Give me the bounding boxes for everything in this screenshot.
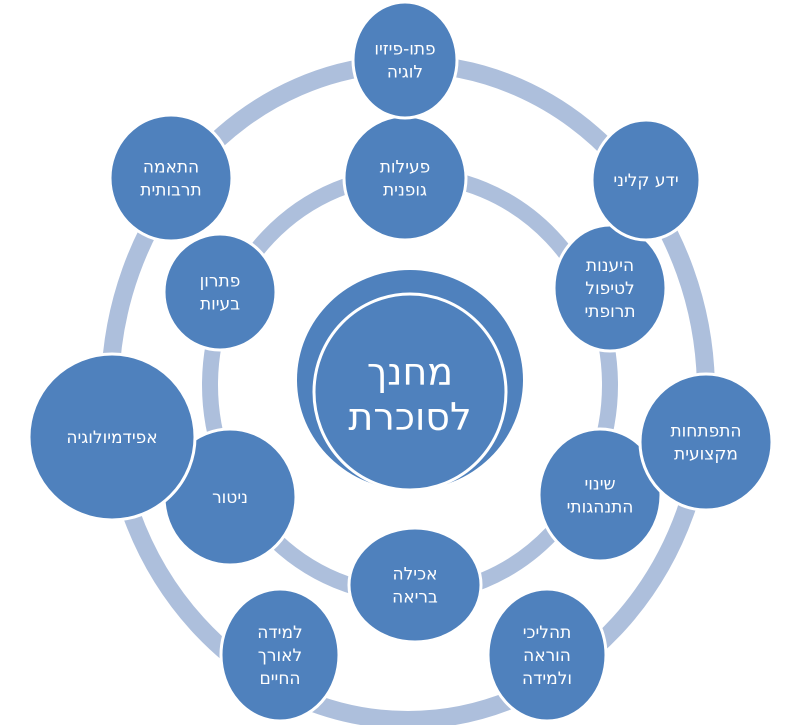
node-label: תהליכי — [523, 623, 572, 643]
node-label: התנהגותי — [567, 498, 634, 518]
node-circle — [638, 372, 774, 512]
node-professional-development: התפתחות מקצועית — [638, 372, 774, 512]
node-label: ידע קליני — [613, 171, 678, 191]
node-label: התפתחות — [671, 422, 742, 442]
node-lifelong-learning: למידה לאורך החיים — [219, 587, 341, 723]
center-label-line1: מחנך — [367, 350, 453, 394]
node-label: תרופתי — [585, 302, 636, 322]
node-label: ניטור — [212, 488, 248, 508]
node-circle — [351, 0, 459, 120]
node-circle — [219, 587, 341, 723]
node-label: אפידמיולוגיה — [66, 428, 157, 448]
node-behavior-change: שינוי התנהגותי — [537, 427, 663, 563]
node-label: גופנית — [383, 181, 427, 201]
node-circle — [347, 526, 483, 644]
node-circle — [537, 427, 663, 563]
node-label: תרבותית — [140, 181, 201, 201]
node-label: פתרון — [200, 272, 241, 292]
node-problem-solving: פתרון בעיות — [162, 232, 278, 352]
node-label: ולמידה — [522, 669, 572, 689]
node-label: למידה — [257, 623, 302, 643]
node-clinical-knowledge: ידע קליני — [590, 118, 702, 242]
node-label: אכילה — [393, 565, 438, 585]
node-epidemiology: אפידמיולוגיה — [27, 352, 197, 522]
node-label: היענות — [586, 256, 634, 276]
node-label: בריאה — [392, 588, 438, 608]
center-label-line2: לסוכרת — [348, 395, 471, 439]
node-circle — [342, 114, 468, 242]
node-cultural-adaptation: התאמה תרבותית — [108, 113, 234, 243]
node-label: פתו-פיזיו — [374, 40, 435, 60]
node-circle — [590, 118, 702, 242]
node-label: שינוי — [584, 475, 615, 495]
node-label: החיים — [259, 669, 300, 689]
node-label: הוראה — [523, 646, 571, 666]
node-monitoring: ניטור — [162, 427, 298, 567]
node-pathophysiology: פתו-פיזיו לוגיה — [351, 0, 459, 120]
node-label: לוגיה — [387, 63, 423, 83]
node-teaching-learning: תהליכי הוראה ולמידה — [486, 587, 608, 723]
node-circle — [162, 232, 278, 352]
node-label: לאורך — [258, 646, 302, 666]
node-label: לטיפול — [585, 279, 634, 299]
node-label: מקצועית — [674, 445, 738, 465]
node-label: בעיות — [200, 295, 240, 315]
node-healthy-eating: אכילה בריאה — [347, 526, 483, 644]
node-circle — [108, 113, 234, 243]
node-label: התאמה — [143, 158, 199, 178]
node-medication-adherence: היענות לטיפול תרופתי — [552, 223, 668, 353]
node-label: פעילות — [380, 158, 431, 178]
node-circle — [27, 352, 197, 522]
center-node: מחנך לסוכרת — [297, 270, 523, 492]
node-circle — [486, 587, 608, 723]
node-physical-activity: פעילות גופנית — [342, 114, 468, 242]
